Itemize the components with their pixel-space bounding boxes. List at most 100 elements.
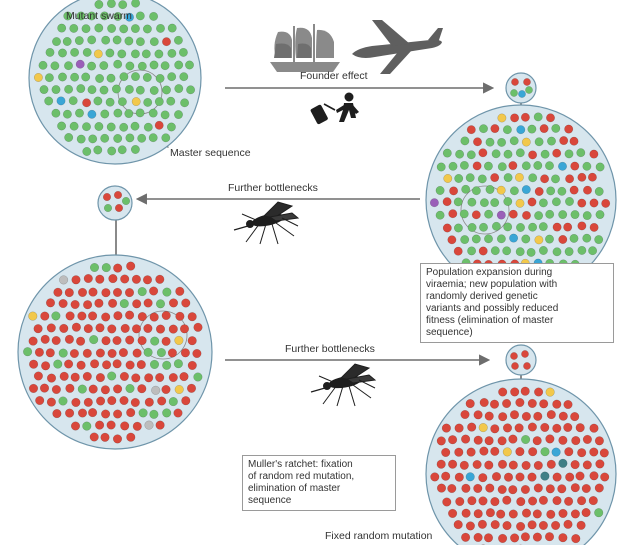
virus-particle-green (155, 73, 165, 83)
virus-particle-red (558, 411, 568, 421)
virus-particle-red (441, 447, 451, 457)
virus-particle-green (435, 210, 445, 220)
virus-particle-red (552, 148, 562, 158)
virus-particle-green (93, 96, 103, 106)
virus-particle-green (521, 234, 531, 244)
virus-particle-green (135, 108, 145, 118)
virus-particle-red (479, 446, 489, 456)
virus-particle-green (52, 37, 61, 47)
virus-particle-green (576, 148, 586, 158)
virus-particle-green (503, 222, 513, 232)
virus-particle-red (521, 460, 531, 470)
virus-particle-red (88, 384, 98, 394)
virus-particle-green (62, 37, 72, 46)
virus-particle-red (521, 508, 532, 518)
virus-particle-red (112, 335, 122, 346)
virus-particle-red (539, 399, 549, 409)
virus-particle-red (46, 397, 56, 407)
virus-particle-red (571, 534, 581, 544)
virus-particle-red (577, 198, 587, 208)
virus-particle-green (160, 61, 170, 71)
virus-particle-red (100, 385, 110, 395)
virus-particle-green (467, 223, 477, 232)
virus-particle-red (576, 520, 586, 530)
virus-particle-red (40, 334, 50, 344)
virus-particle-red (589, 222, 599, 232)
virus-particle-red (77, 408, 88, 418)
virus-particle-red (601, 198, 611, 208)
virus-particle-green (121, 196, 131, 206)
virus-particle-red (511, 362, 519, 370)
virus-particle-green (76, 134, 86, 144)
virus-particle-red (532, 509, 542, 519)
virus-particle-red (46, 373, 57, 383)
virus-particle-green (155, 299, 166, 309)
virus-particle-red (581, 483, 591, 494)
virus-particle-green (502, 125, 512, 135)
virus-particle-red (511, 78, 519, 86)
virus-particle-green (106, 122, 116, 132)
virus-particle-red (490, 497, 500, 507)
virus-particle-red (570, 509, 580, 519)
virus-particle-red (582, 460, 592, 470)
virus-particle-red (149, 312, 159, 322)
virus-particle-green (534, 211, 544, 221)
virus-particle-red (564, 447, 574, 457)
virus-particle-red (558, 508, 568, 518)
virus-particle-blue (87, 109, 97, 119)
virus-particle-green (547, 136, 556, 146)
virus-particle-green (465, 173, 475, 183)
virus-particle-red (461, 434, 471, 444)
virus-particle-green (156, 348, 166, 358)
virus-particle-red (461, 508, 471, 518)
virus-particle-red (540, 174, 550, 184)
virus-particle-red (533, 411, 543, 421)
virus-particle-green (44, 96, 54, 106)
virus-particle-green (166, 96, 176, 106)
virus-particle-green (137, 133, 147, 143)
virus-particle-green (113, 59, 123, 69)
virus-particle-red (113, 384, 123, 394)
virus-particle-green (471, 186, 481, 196)
virus-particle-red (83, 397, 93, 407)
virus-particle-green (455, 149, 465, 159)
virus-particle-red (545, 434, 555, 444)
virus-particle-red (136, 360, 146, 370)
virus-particle-red (448, 209, 458, 219)
virus-particle-red (155, 420, 165, 430)
virus-particle-red (132, 299, 142, 309)
virus-particle-green (484, 209, 494, 219)
virus-particle-gray (151, 385, 161, 395)
virus-particle-green (44, 73, 54, 83)
virus-particle-green (167, 72, 177, 82)
virus-particle-red (442, 497, 452, 507)
virus-particle-green (58, 48, 67, 58)
virus-particle-green (595, 210, 605, 220)
virus-particle-green (466, 150, 476, 160)
virus-particle-red (594, 436, 604, 446)
virus-particle-red (448, 459, 458, 469)
virus-particle-red (126, 408, 136, 418)
virus-particle-green (107, 371, 117, 381)
virus-particle-green (186, 85, 196, 95)
virus-particle-green (107, 146, 117, 156)
virus-particle-green (533, 161, 543, 170)
virus-particle-red (565, 472, 575, 482)
virus-particle-green (546, 186, 556, 196)
virus-particle-green (89, 262, 100, 273)
virus-particle-red (28, 336, 38, 346)
virus-particle-green (143, 122, 153, 132)
virus-particle-red (508, 485, 518, 495)
virus-particle-green (113, 108, 123, 118)
virus-particle-red (155, 324, 166, 334)
virus-particle-blue (551, 447, 561, 457)
virus-particle-green (180, 98, 190, 108)
virus-particle-green (95, 74, 105, 83)
virus-particle-green (125, 133, 135, 143)
virus-particle-green (479, 124, 488, 134)
virus-particle-red (558, 235, 568, 244)
virus-particle-green (540, 447, 550, 457)
virus-particle-red (33, 371, 43, 381)
virus-particle-red (168, 324, 178, 334)
virus-particle-green (540, 149, 550, 159)
